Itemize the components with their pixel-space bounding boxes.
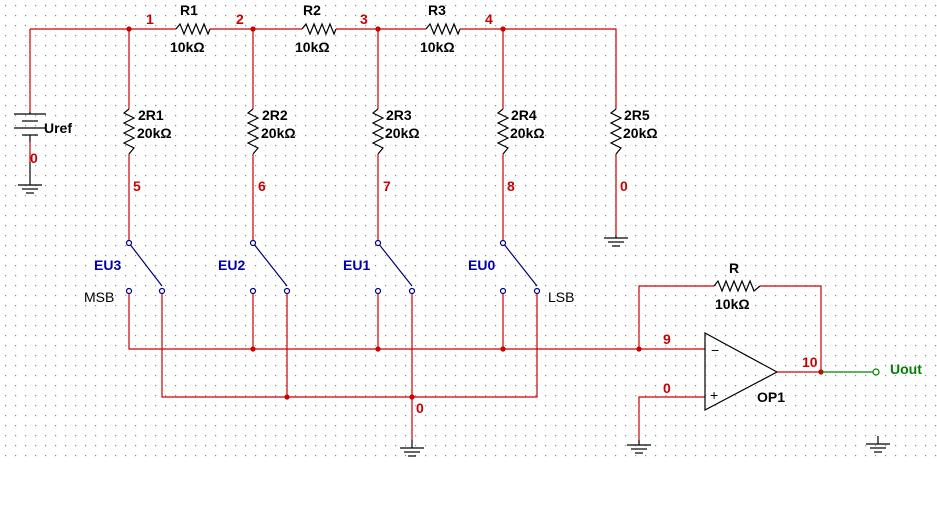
branch-2r1[interactable]	[122, 29, 136, 243]
top-rail[interactable]	[29, 28, 617, 162]
noninverting-input-wire[interactable]	[638, 396, 705, 440]
opamp-plus-sign: +	[710, 387, 718, 403]
2r4-name: 2R4	[511, 107, 537, 123]
node-label-8: 8	[507, 178, 515, 194]
node-label-2: 2	[236, 11, 244, 27]
switch-eu1[interactable]	[374, 239, 416, 295]
2r3-name: 2R3	[386, 107, 412, 123]
feedback-path[interactable]	[638, 279, 822, 372]
branch-2r2[interactable]	[246, 29, 260, 243]
switch-eu2[interactable]	[249, 239, 291, 295]
opamp-minus-sign: −	[711, 342, 719, 358]
msb-label: MSB	[84, 289, 114, 305]
resistor-r2[interactable]	[301, 22, 337, 36]
r1-value: 10kΩ	[170, 39, 205, 55]
resistor-r1[interactable]	[175, 22, 211, 36]
2r2-value: 20kΩ	[261, 125, 296, 141]
ground-symbol-opamp	[627, 440, 651, 454]
node-label-0-2r5: 0	[620, 178, 628, 194]
node-label-0-uref: 0	[30, 150, 38, 166]
node-label-3: 3	[360, 11, 368, 27]
eu3-label: EU3	[94, 257, 121, 273]
node-label-9: 9	[663, 331, 671, 347]
ground-symbol-bus	[400, 440, 424, 457]
2r5-name: 2R5	[624, 107, 650, 123]
rf-name: R	[729, 260, 739, 276]
2r2-name: 2R2	[262, 107, 288, 123]
node-label-10: 10	[802, 354, 818, 370]
output-wire[interactable]	[777, 368, 880, 376]
switch-eu3[interactable]	[125, 239, 166, 295]
branch-2r5[interactable]	[609, 108, 623, 236]
2r4-value: 20kΩ	[510, 125, 545, 141]
r2-name: R2	[303, 2, 321, 18]
2r1-value: 20kΩ	[137, 125, 172, 141]
ground-symbol-uref	[18, 162, 42, 194]
voltage-source-uref[interactable]	[14, 112, 46, 142]
uref-label: Uref	[44, 120, 72, 136]
node-label-0-bus: 0	[416, 400, 424, 416]
2r1-name: 2R1	[138, 107, 164, 123]
node-label-1: 1	[146, 11, 154, 27]
branch-2r4[interactable]	[496, 29, 510, 243]
2r3-value: 20kΩ	[385, 125, 420, 141]
switch-eu0[interactable]	[499, 239, 541, 295]
summing-bus[interactable]	[128, 294, 705, 350]
node-label-6: 6	[258, 178, 266, 194]
r3-value: 10kΩ	[420, 39, 455, 55]
node-label-4: 4	[485, 11, 493, 27]
node-label-0-op: 0	[663, 380, 671, 396]
op1-label: OP1	[757, 389, 785, 405]
uout-label: Uout	[890, 361, 922, 377]
eu2-label: EU2	[218, 257, 245, 273]
ground-symbol-standalone	[866, 436, 890, 453]
node-label-7: 7	[383, 178, 391, 194]
eu0-label: EU0	[468, 257, 495, 273]
ground-symbol-2r5	[604, 236, 628, 247]
opamp-op1[interactable]	[704, 331, 779, 411]
lsb-label: LSB	[548, 289, 574, 305]
r2-value: 10kΩ	[295, 39, 330, 55]
grid-background	[0, 0, 937, 463]
r3-name: R3	[428, 2, 446, 18]
node-label-5: 5	[133, 178, 141, 194]
rf-value: 10kΩ	[715, 296, 750, 312]
2r5-value: 20kΩ	[623, 125, 658, 141]
resistor-r3[interactable]	[425, 22, 461, 36]
branch-2r3[interactable]	[371, 29, 385, 243]
r1-name: R1	[180, 2, 198, 18]
eu1-label: EU1	[343, 257, 370, 273]
